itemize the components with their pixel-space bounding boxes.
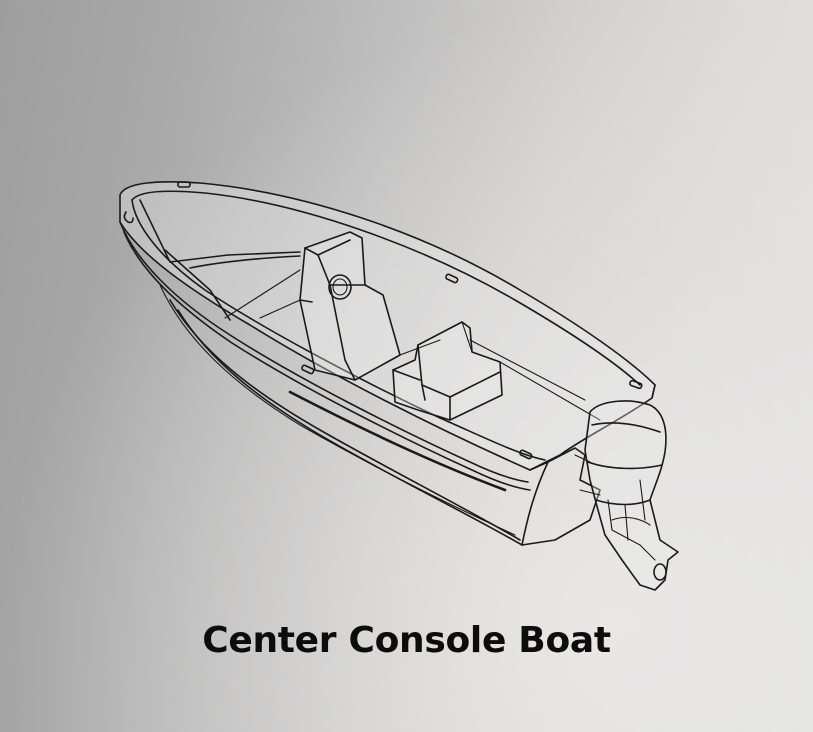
deck-lines <box>399 339 601 421</box>
hull <box>119 181 656 546</box>
outboard-motor <box>574 400 679 591</box>
bench-seat <box>392 321 503 421</box>
caption-title: Center Console Boat <box>202 620 611 661</box>
center-console <box>299 231 401 381</box>
transom <box>521 384 656 546</box>
console-emblem-icon <box>328 274 352 300</box>
